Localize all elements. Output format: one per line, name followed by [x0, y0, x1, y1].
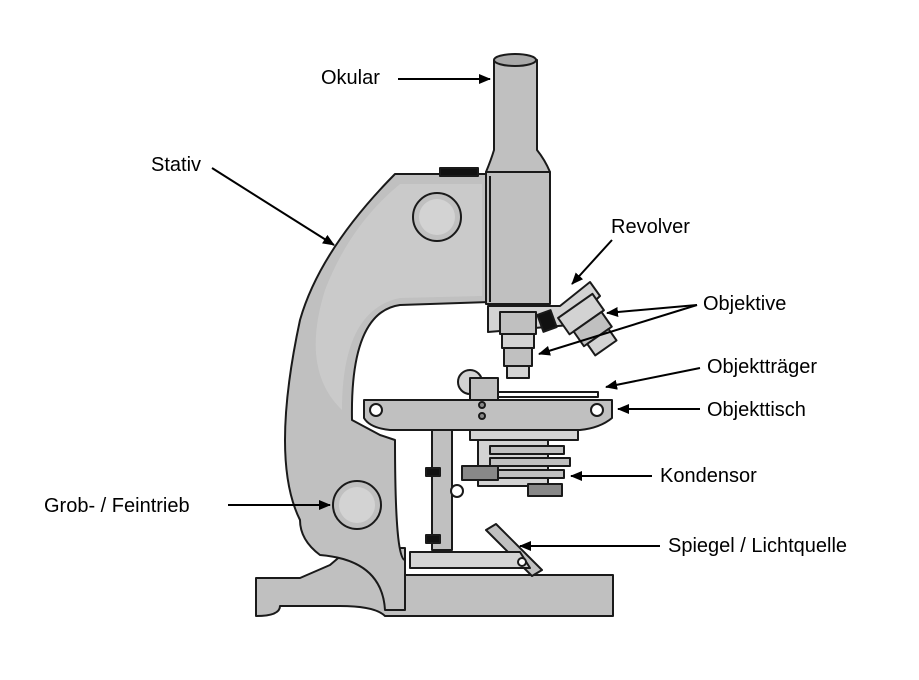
- mirror-base: [409, 551, 531, 569]
- objective-small-black: [536, 309, 558, 333]
- objective-vertical: [499, 311, 537, 379]
- arrow-revolver: [571, 239, 613, 285]
- arrow-objektive-1: [606, 304, 698, 318]
- stage-bracket: [469, 429, 579, 441]
- arrow-objektive-2: [538, 304, 698, 356]
- label-objektive: Objektive: [703, 293, 786, 315]
- arrow-objekttraeger: [605, 367, 701, 390]
- label-grob-feintrieb: Grob- / Feintrieb: [44, 495, 190, 517]
- label-kondensor: Kondensor: [660, 465, 757, 487]
- labels: Okular Stativ Revolver Objektive Objektt…: [44, 67, 847, 557]
- eyepiece: [485, 55, 551, 173]
- label-objekttisch: Objekttisch: [707, 399, 806, 421]
- label-objekttraeger: Objektträger: [707, 356, 817, 378]
- label-okular: Okular: [321, 67, 380, 89]
- microscope-drawing: [255, 53, 618, 617]
- label-spiegel: Spiegel / Lichtquelle: [668, 535, 847, 557]
- arm-cap: [439, 167, 479, 177]
- stage-table: [363, 399, 613, 431]
- objective-angled: [557, 292, 618, 357]
- arrow-stativ: [211, 167, 335, 246]
- label-revolver: Revolver: [611, 216, 690, 238]
- slide: [497, 391, 599, 398]
- condenser: [450, 439, 571, 498]
- leader-arrows: [211, 74, 701, 551]
- label-stativ: Stativ: [151, 154, 201, 176]
- body-tube: [485, 171, 551, 305]
